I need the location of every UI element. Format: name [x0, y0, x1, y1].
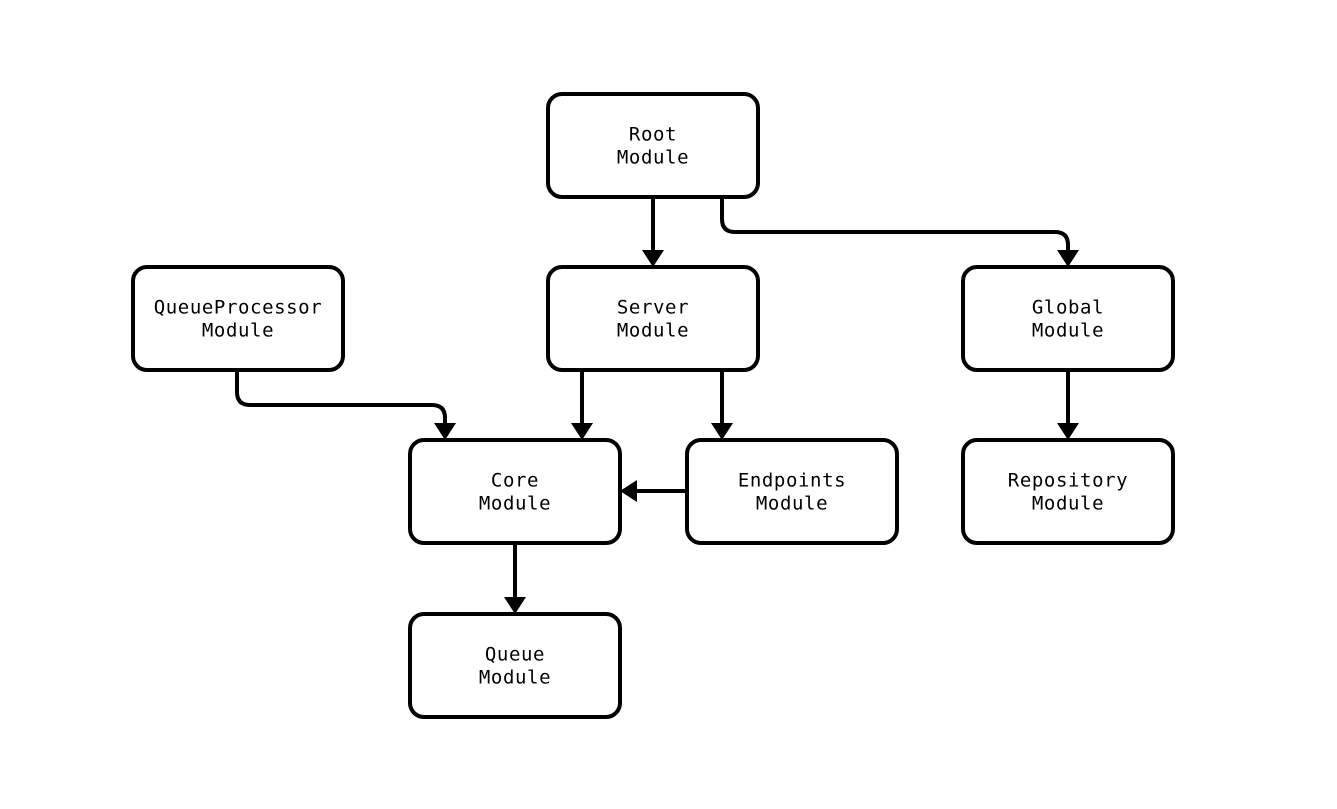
arrowhead-icon — [642, 250, 664, 267]
node-box[interactable] — [408, 612, 622, 719]
node-box[interactable] — [408, 438, 622, 545]
node-box[interactable] — [546, 92, 760, 199]
node-label-line2: Module — [1032, 319, 1104, 341]
node-box[interactable] — [131, 265, 345, 372]
arrowhead-icon — [434, 423, 456, 440]
node-label-line1: Queue — [485, 643, 545, 665]
node-label-line1: Server — [617, 296, 689, 318]
node-box[interactable] — [961, 265, 1175, 372]
edge-root-to-server — [642, 197, 664, 267]
node-label-line2: Module — [479, 492, 551, 514]
edge-server-to-core — [571, 370, 593, 440]
arrowhead-icon — [1057, 423, 1079, 440]
arrowhead-icon — [504, 597, 526, 614]
edges-layer — [235, 197, 1079, 614]
node-label-line1: Global — [1032, 296, 1104, 318]
node-label-line2: Module — [202, 319, 274, 341]
arrowhead-icon — [571, 423, 593, 440]
node-label-line1: Endpoints — [738, 469, 846, 491]
arrowhead-icon — [1057, 250, 1079, 267]
node-box[interactable] — [546, 265, 760, 372]
arrowhead-icon — [711, 423, 733, 440]
node-label-line1: Root — [629, 123, 677, 145]
node-label-line1: Core — [491, 469, 539, 491]
node-label-line2: Module — [617, 319, 689, 341]
edge-root-to-global — [720, 197, 1079, 267]
node-label-line2: Module — [756, 492, 828, 514]
edge-core-to-queue — [504, 543, 526, 614]
edge-global-to-repository — [1057, 370, 1079, 440]
arrowhead-icon — [620, 480, 637, 502]
node-label-line2: Module — [617, 146, 689, 168]
edge-server-to-endpoints — [711, 370, 733, 440]
edge-endpoints-to-core — [620, 480, 687, 502]
node-box[interactable] — [961, 438, 1175, 545]
node-label-line1: QueueProcessor — [154, 296, 323, 318]
node-label-line1: Repository — [1008, 469, 1128, 491]
node-label-line2: Module — [1032, 492, 1104, 514]
edge-line — [720, 197, 1070, 252]
node-label-line2: Module — [479, 666, 551, 688]
edge-line — [235, 370, 447, 425]
edge-queueprocessor-to-core — [235, 370, 456, 440]
node-box[interactable] — [685, 438, 899, 545]
